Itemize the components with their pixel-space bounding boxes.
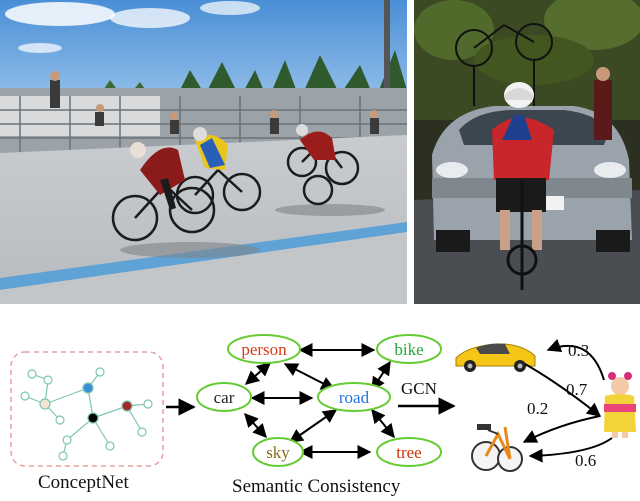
weight-car-child: 0.3 xyxy=(568,341,589,360)
node-person-label: person xyxy=(241,340,287,359)
node-road xyxy=(317,382,391,412)
child-figure-icon xyxy=(604,372,636,438)
node-tree xyxy=(376,437,442,467)
caption-semantic-consistency: Semantic Consistency xyxy=(232,476,401,497)
graph-nodes: person bike car road sky tree xyxy=(196,334,442,467)
road-cyclist-photo xyxy=(414,0,640,304)
gcn-label: GCN xyxy=(401,379,437,398)
node-car xyxy=(196,382,252,412)
conceptnet-box xyxy=(10,351,164,467)
car-icon xyxy=(455,343,536,372)
node-bike xyxy=(376,334,442,364)
weight-child-car: 0.7 xyxy=(566,380,588,399)
node-tree-label: tree xyxy=(396,443,421,462)
node-person xyxy=(227,334,301,364)
node-bike-label: bike xyxy=(394,340,423,359)
node-road-label: road xyxy=(339,388,370,407)
track-cyclists-photo xyxy=(0,0,407,304)
caption-conceptnet: ConceptNet xyxy=(38,472,129,493)
node-car-label: car xyxy=(214,388,235,407)
weight-bike-child: 0.2 xyxy=(527,399,548,418)
bicycle-icon xyxy=(471,424,523,472)
weight-child-bike: 0.6 xyxy=(575,451,596,470)
node-sky-label: sky xyxy=(266,443,290,462)
semantic-consistency-diagram: person bike car road sky tree GCN xyxy=(10,334,636,472)
node-sky xyxy=(252,437,304,467)
conceptnet-graph xyxy=(20,367,153,461)
